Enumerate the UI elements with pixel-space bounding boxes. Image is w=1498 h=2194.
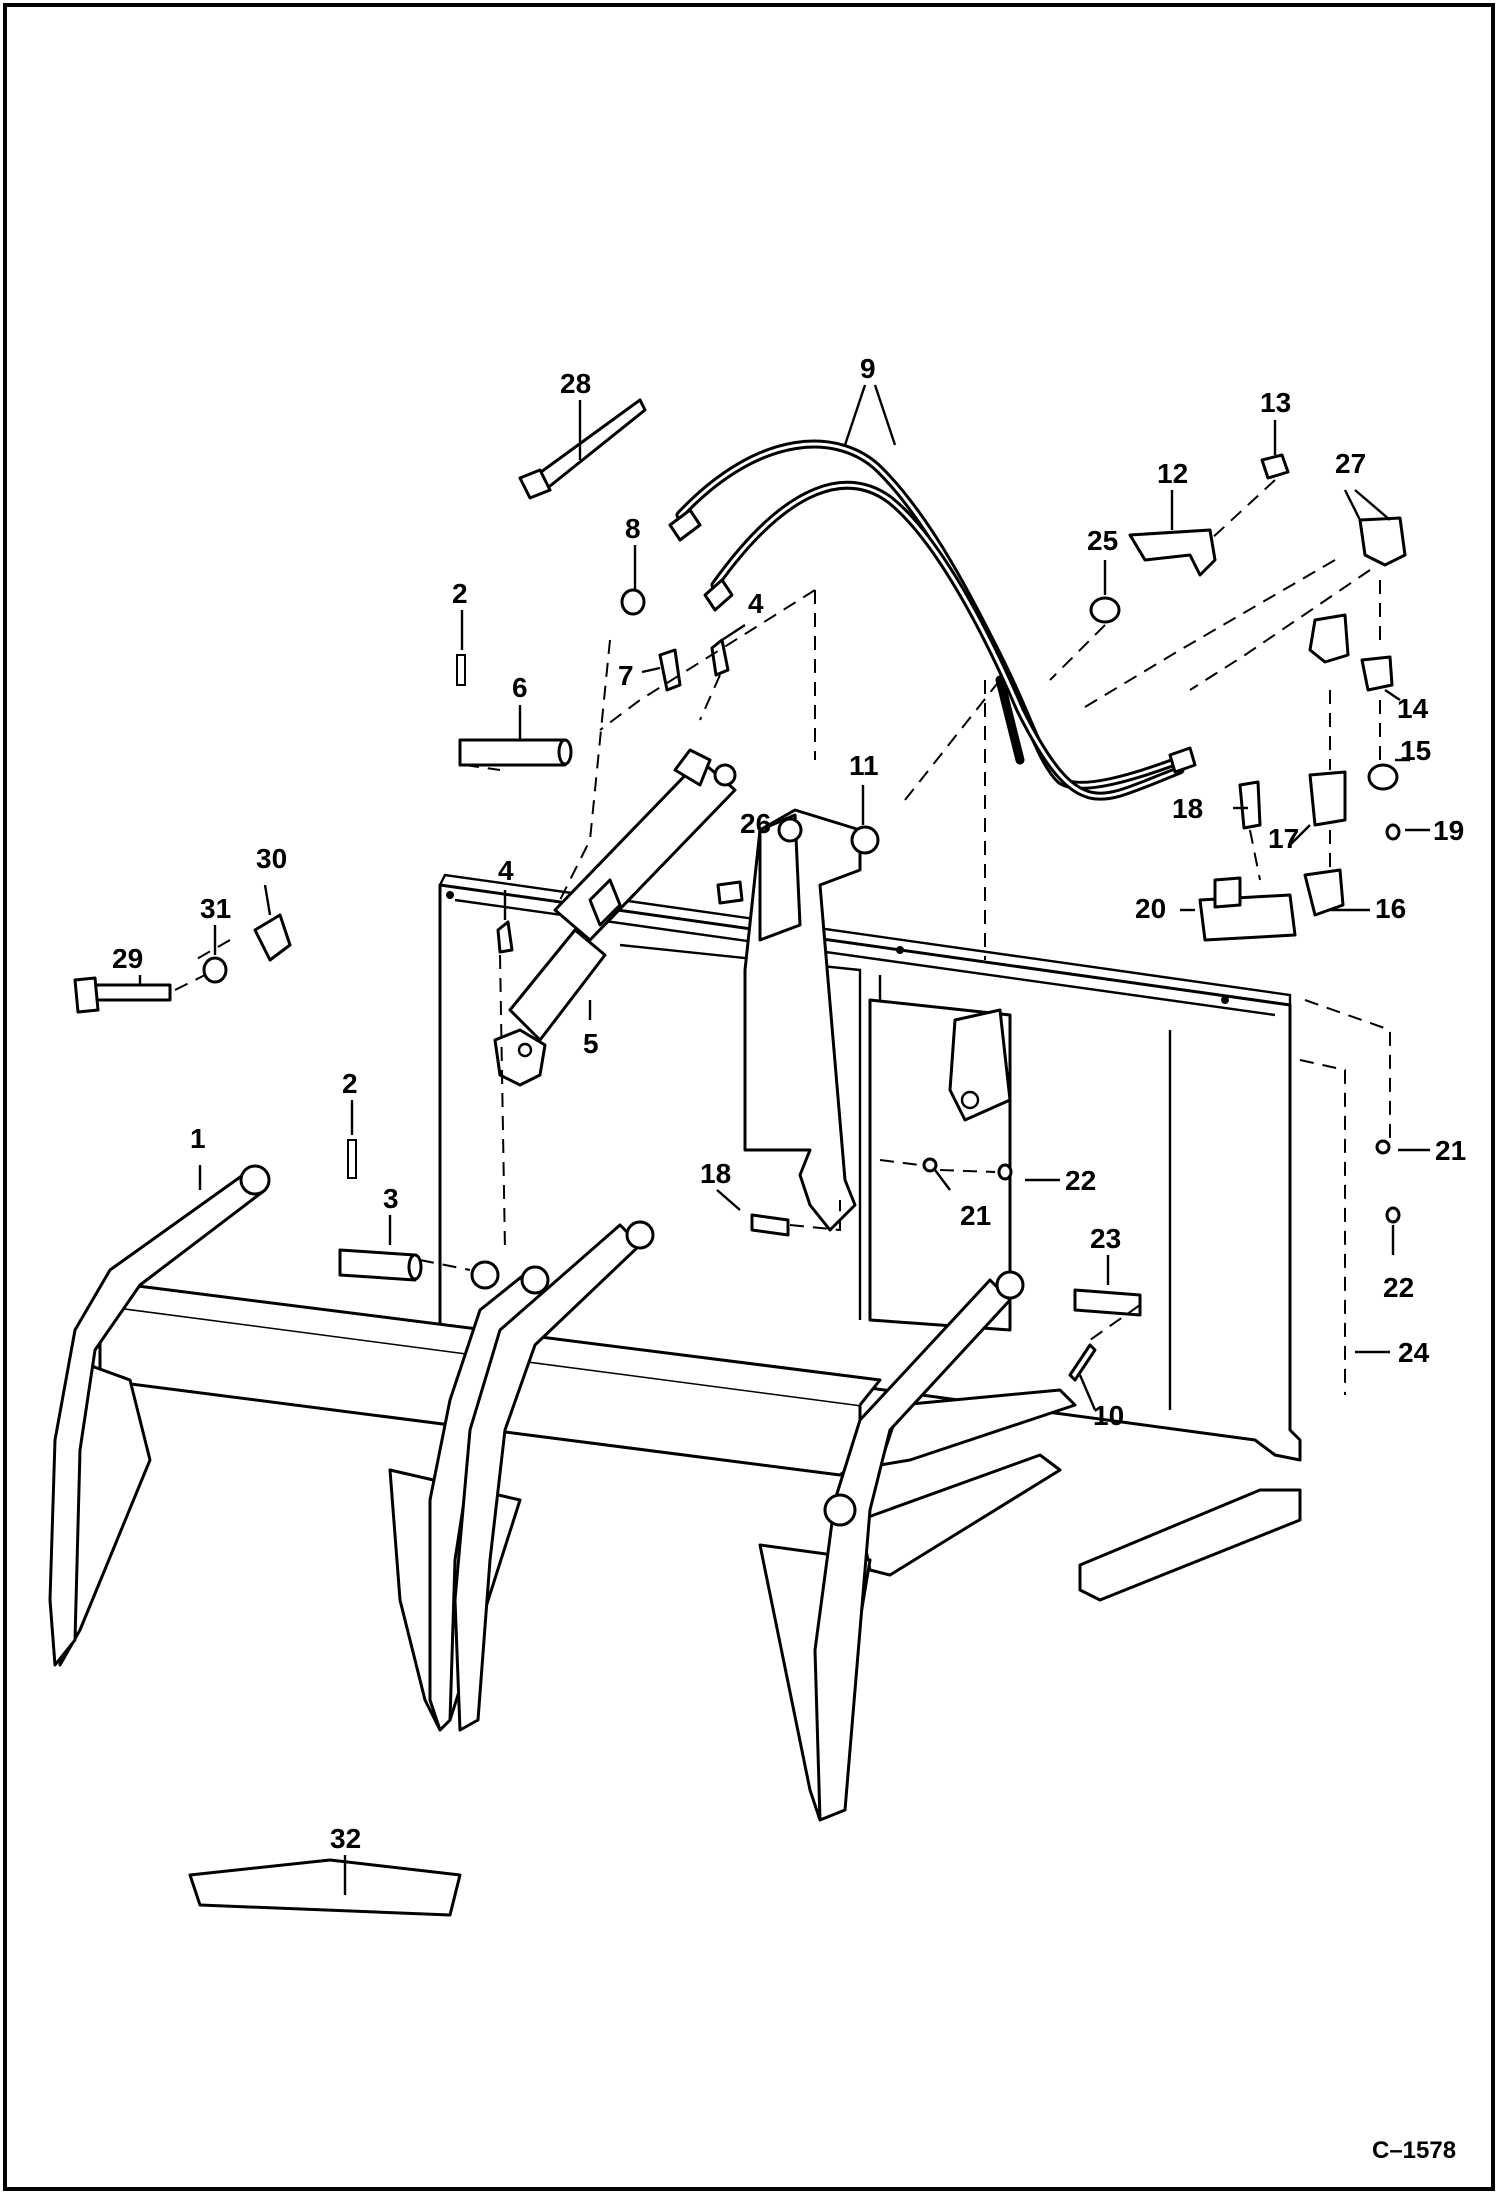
callout-labels: 1 2 2 3 4 4 5 6 7 8 9 10 11 12 13 14 15 … bbox=[112, 353, 1466, 2164]
callout-2-lower: 2 bbox=[342, 1068, 358, 1099]
callout-4-lower: 4 bbox=[498, 855, 514, 886]
callout-20: 20 bbox=[1135, 893, 1166, 924]
hydraulic-hoses bbox=[668, 439, 1197, 801]
callout-17: 17 bbox=[1268, 823, 1299, 854]
figure-id: C–1578 bbox=[1372, 2137, 1456, 2164]
lower-grapple-jaws bbox=[48, 1164, 1025, 1822]
hydraulic-cylinder bbox=[493, 748, 737, 1087]
callout-22-center: 22 bbox=[1065, 1165, 1096, 1196]
callout-28: 28 bbox=[560, 368, 591, 399]
callout-2-upper: 2 bbox=[452, 578, 468, 609]
callout-13: 13 bbox=[1260, 387, 1291, 418]
callout-18-upper: 18 bbox=[1172, 793, 1203, 824]
callout-5: 5 bbox=[583, 1028, 599, 1059]
callout-19: 19 bbox=[1433, 815, 1464, 846]
callout-29: 29 bbox=[112, 943, 143, 974]
callout-22-right: 22 bbox=[1383, 1272, 1414, 1303]
callout-21-center: 21 bbox=[960, 1200, 991, 1231]
hardware-parts bbox=[73, 398, 1407, 1917]
callout-14: 14 bbox=[1397, 693, 1429, 724]
callout-9: 9 bbox=[860, 353, 876, 384]
page-border bbox=[3, 3, 1495, 2191]
callout-15: 15 bbox=[1400, 735, 1431, 766]
callout-23: 23 bbox=[1090, 1223, 1121, 1254]
callout-12: 12 bbox=[1157, 458, 1188, 489]
callout-6: 6 bbox=[512, 672, 528, 703]
callout-1: 1 bbox=[190, 1123, 206, 1154]
leader-lines bbox=[138, 384, 1430, 1895]
callout-24: 24 bbox=[1398, 1337, 1430, 1368]
callout-7: 7 bbox=[618, 660, 634, 691]
callout-11: 11 bbox=[849, 750, 879, 781]
callout-3: 3 bbox=[383, 1183, 399, 1214]
callout-4-upper: 4 bbox=[748, 588, 764, 619]
callout-10: 10 bbox=[1093, 1400, 1124, 1431]
callout-16: 16 bbox=[1375, 893, 1406, 924]
callout-8: 8 bbox=[625, 513, 641, 544]
callout-26: 26 bbox=[740, 808, 771, 839]
callout-30: 30 bbox=[256, 843, 287, 874]
callout-21-right: 21 bbox=[1435, 1135, 1466, 1166]
callout-31: 31 bbox=[200, 893, 231, 924]
callout-18-lower: 18 bbox=[700, 1158, 731, 1189]
callout-27: 27 bbox=[1335, 448, 1366, 479]
callout-25: 25 bbox=[1087, 525, 1118, 556]
callout-32: 32 bbox=[330, 1823, 361, 1854]
